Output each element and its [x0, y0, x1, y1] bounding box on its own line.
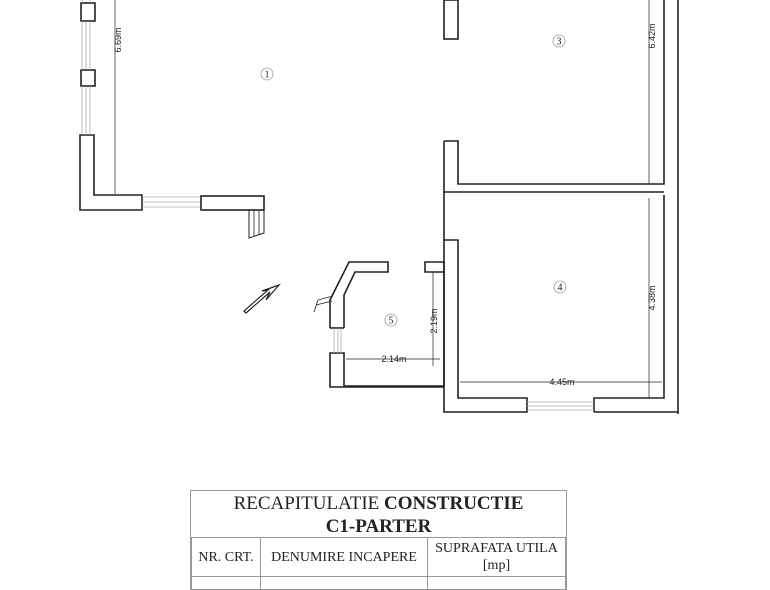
- room4-walls: [443, 192, 678, 413]
- table-title: RECAPITULATIE CONSTRUCTIE: [191, 491, 566, 514]
- entrance-arrow-icon: [243, 283, 281, 314]
- room1-height-dim: 6.69m: [113, 27, 123, 52]
- table-title-bold: CONSTRUCTIE: [384, 493, 524, 514]
- table-subtitle: C1-PARTER: [191, 514, 566, 537]
- summary-grid: NR. CRT. DENUMIRE INCAPERE SUPRAFATA UTI…: [191, 537, 566, 590]
- floor-plan: 1 3 4 5 6.69m 6.42m 4.38m 4.45m 2.19m 2.…: [79, 0, 679, 414]
- cell: [427, 576, 566, 590]
- room-3-label: 3: [557, 37, 562, 48]
- table-title-normal: RECAPITULATIE: [233, 493, 380, 514]
- table-row: [191, 576, 566, 590]
- room1-left-wall: [79, 0, 143, 211]
- room3-height-dim: 6.42m: [647, 23, 657, 48]
- room5-width-dim: 2.14m: [381, 354, 406, 364]
- room-4-label: 4: [558, 283, 563, 294]
- room5-walls: [313, 261, 445, 388]
- summary-table: RECAPITULATIE CONSTRUCTIE C1-PARTER NR. …: [190, 490, 567, 590]
- cell: [260, 576, 428, 590]
- room4-width-dim: 4.45m: [549, 377, 574, 387]
- table-subtitle-text: C1-PARTER: [325, 516, 432, 537]
- table-header-row: NR. CRT. DENUMIRE INCAPERE SUPRAFATA UTI…: [191, 537, 566, 577]
- room-5-label: 5: [389, 316, 394, 327]
- room5-height-dim: 2.19m: [429, 308, 439, 333]
- col-denumire: DENUMIRE INCAPERE: [260, 537, 428, 577]
- room-1-label: 1: [265, 70, 270, 81]
- room3-walls: [443, 0, 679, 414]
- col-nr-crt: NR. CRT.: [191, 537, 261, 577]
- col-suprafata: SUPRAFATA UTILA [mp]: [427, 537, 566, 577]
- cell: [191, 576, 261, 590]
- room1-bottom-wall: [142, 195, 265, 239]
- room4-height-dim: 4.38m: [647, 285, 657, 310]
